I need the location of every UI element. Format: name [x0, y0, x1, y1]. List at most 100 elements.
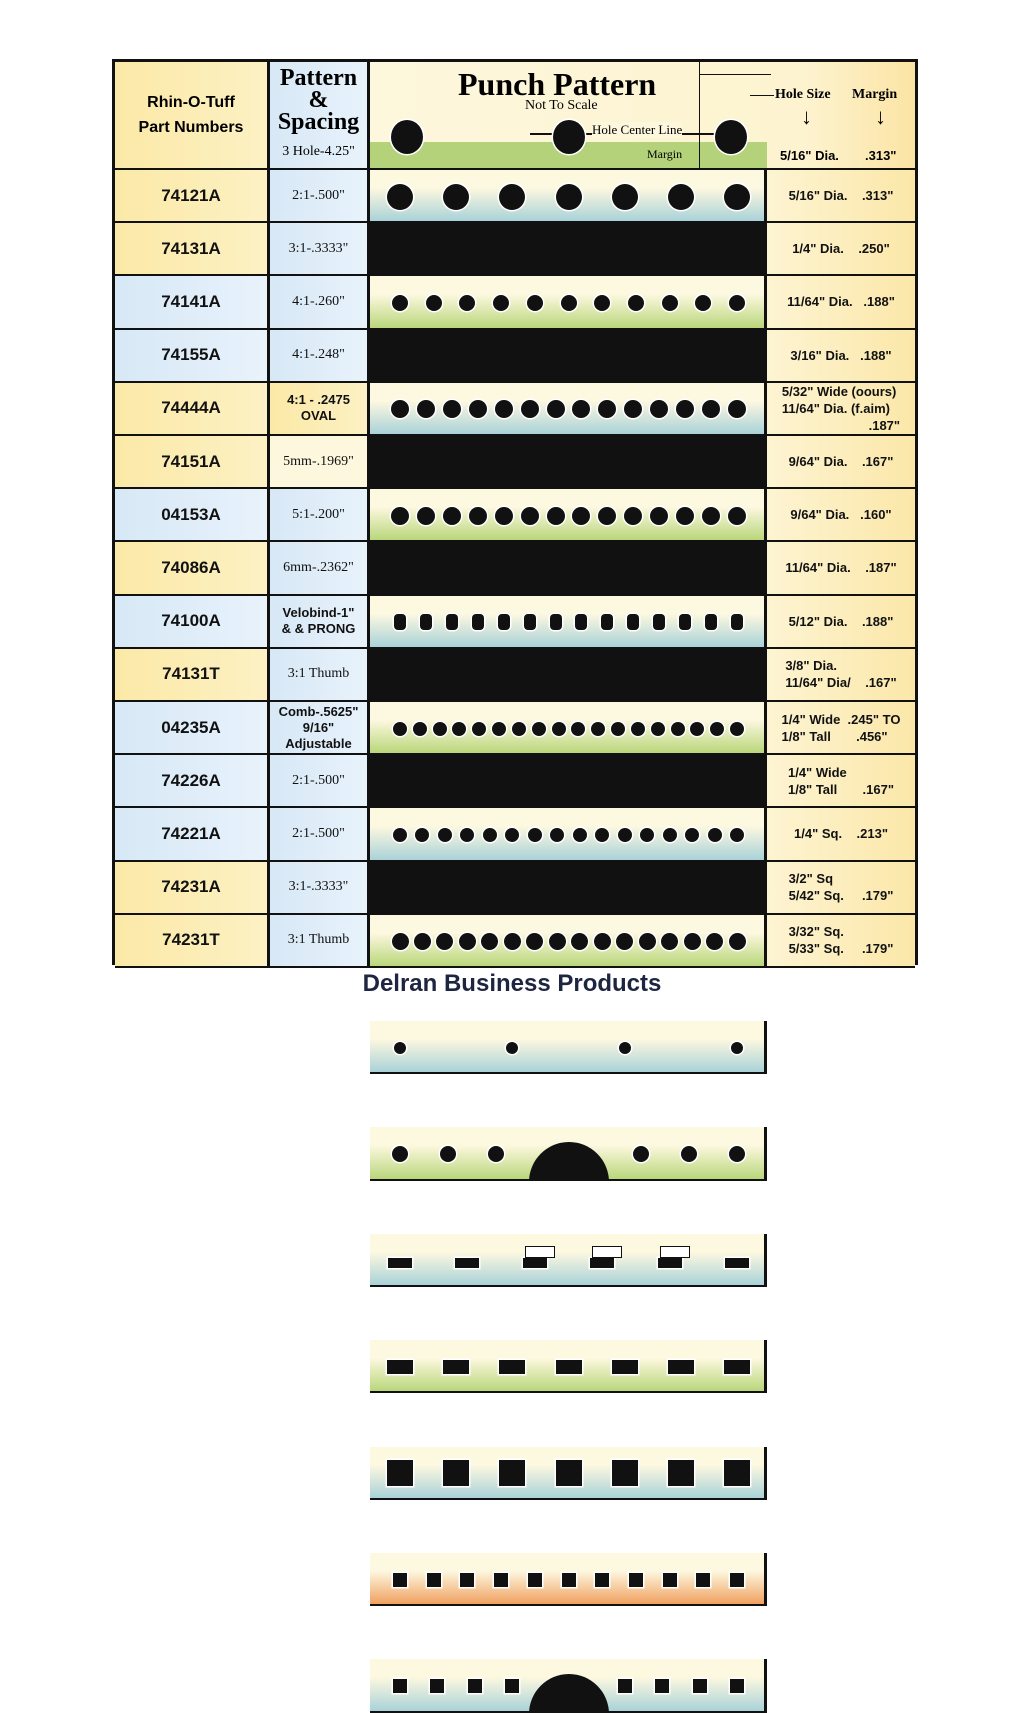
round-hole [488, 1146, 505, 1163]
header-pattern-spacing: Pattern & Spacing 3 Hole-4.25" [270, 62, 370, 170]
round-hole [616, 932, 634, 950]
example-hole [391, 120, 423, 154]
oval-hole [731, 614, 743, 631]
round-hole [594, 294, 611, 311]
part-number: 74121A [115, 170, 270, 224]
round-hole [460, 827, 475, 842]
hole-spec: 1/4" Sq. .213" [767, 808, 915, 862]
round-hole [591, 721, 606, 736]
round-hole [520, 400, 539, 419]
pattern-spacing: 6mm-.2362" [270, 542, 370, 596]
pattern-spacing: 4:1-.260" [270, 276, 370, 330]
round-hole [425, 294, 442, 311]
round-hole [729, 294, 745, 311]
oval-hole [497, 614, 510, 631]
round-hole [598, 506, 617, 525]
part-number: 74100A [115, 595, 270, 649]
round-hole [520, 506, 539, 525]
punch-pattern-table: Rhin-O-Tuff Part Numbers Pattern & Spaci… [112, 59, 918, 1713]
smallsquare-hole [430, 1679, 445, 1694]
round-hole [676, 506, 695, 525]
rect-hole [387, 1359, 413, 1374]
round-hole [650, 506, 669, 525]
round-hole [632, 1146, 649, 1163]
round-hole [546, 400, 565, 419]
round-hole [571, 932, 589, 950]
comb-hole [455, 1258, 480, 1269]
oval-hole [394, 614, 406, 631]
round-hole [494, 400, 513, 419]
round-hole [416, 400, 435, 419]
round-hole [550, 827, 565, 842]
hole-spec: 3/16" Dia. .188" [767, 329, 915, 383]
round-hole [442, 506, 461, 525]
round-hole [560, 294, 577, 311]
pattern-spacing: 3:1-.3333" [270, 223, 370, 277]
part-number: 74221A [115, 808, 270, 862]
header-punch-pattern: Punch Pattern Not To Scale Hole Center L… [370, 62, 915, 170]
thumb-notch [528, 1142, 609, 1179]
punch-pattern [370, 1021, 767, 1075]
punch-pattern [370, 1446, 767, 1500]
round-hole [506, 1041, 519, 1054]
round-hole [706, 932, 724, 950]
hole-size-margin: 3/2" Sq 5/42" Sq. .179" [788, 871, 894, 904]
round-hole [627, 294, 644, 311]
smallsquare-hole [692, 1679, 707, 1694]
oval-hole [705, 614, 718, 631]
round-hole [415, 827, 430, 842]
round-hole [468, 400, 487, 419]
hole-size-margin: 11/64" Dia. .188" [787, 294, 895, 310]
punch-pattern [370, 701, 767, 756]
round-hole [482, 827, 497, 842]
margin-label: Margin [647, 147, 683, 161]
round-hole [571, 721, 586, 736]
round-hole [676, 400, 695, 419]
smallsquare-hole [527, 1572, 542, 1587]
round-hole [394, 1041, 406, 1054]
round-hole [707, 827, 722, 842]
part-number: 74086A [115, 542, 270, 596]
round-hole [555, 183, 582, 210]
hole-spec: 3/8" Dia. 11/64" Dia/ .167" [767, 648, 915, 702]
round-hole [526, 932, 544, 950]
hole-size-margin: 5/32" Wide (oours) 11/64" Dia. (f.aim) .… [781, 383, 901, 433]
round-hole [546, 506, 565, 525]
hole-spec: 11/64" Dia. .188" [767, 276, 915, 330]
round-hole [416, 506, 435, 525]
round-hole [593, 932, 611, 950]
round-hole [442, 400, 461, 419]
pattern-spacing: 4:1 - .2475 OVAL [270, 382, 370, 436]
leader-line [699, 74, 771, 75]
punch-pattern [370, 489, 767, 543]
hole-spec: 1/4" Wide 1/8" Tall .167" [767, 755, 915, 809]
part-number: 74141A [115, 276, 270, 330]
hole-spec: 11/64" Dia. .187" [767, 542, 915, 596]
hole-size-pointer-icon [750, 95, 774, 96]
round-hole [598, 400, 617, 419]
down-arrow-icon: ↓ [875, 104, 886, 129]
hole-size-margin: 9/64" Dia. .160" [790, 507, 892, 523]
round-hole [683, 932, 701, 950]
punch-pattern [370, 276, 767, 330]
smallsquare-hole [662, 1572, 677, 1587]
round-hole [493, 294, 510, 311]
punch-pattern [370, 595, 767, 649]
round-hole [458, 932, 476, 950]
punch-pattern [370, 1233, 767, 1288]
round-hole [624, 400, 643, 419]
round-hole [511, 721, 526, 736]
margin-arrow-icon [699, 134, 700, 168]
round-hole [443, 183, 470, 210]
round-hole [551, 721, 566, 736]
rect-hole [724, 1359, 750, 1374]
smallsquare-hole [628, 1572, 643, 1587]
pattern-spacing: Velobind-1" & & PRONG [270, 595, 370, 649]
hole-size-margin: 5/16" Dia. .313" [788, 188, 894, 204]
hole-size-margin: 1/4" Dia. .250" [792, 241, 890, 257]
comb-hole [388, 1258, 412, 1269]
oval-hole [471, 614, 484, 631]
round-hole [661, 294, 678, 311]
down-arrow-icon: ↓ [801, 104, 812, 129]
part-number: 04235A [115, 702, 270, 756]
